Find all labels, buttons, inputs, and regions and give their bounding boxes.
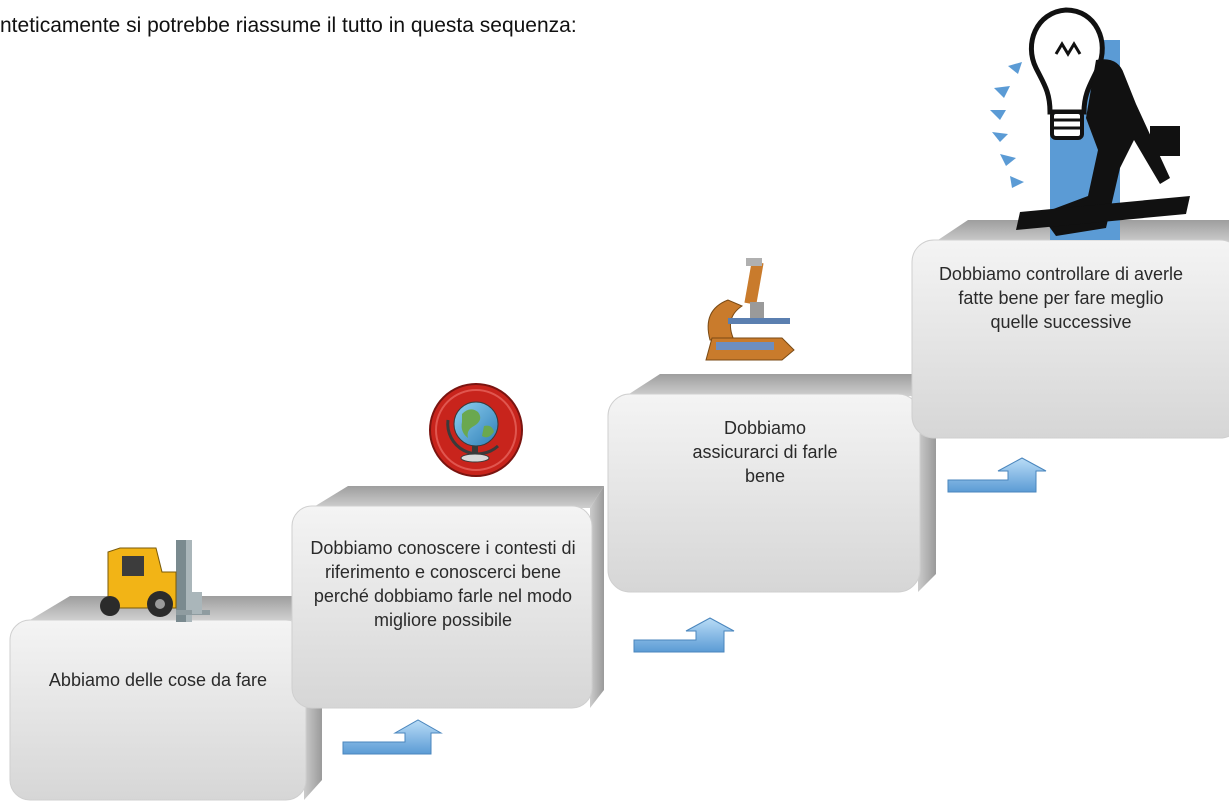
step-block-2: [291, 486, 604, 709]
arrow-up-icon: [947, 457, 1047, 493]
lightbulb-icon: [990, 7, 1190, 240]
step-label-2-container: Dobbiamo conoscere i contesti di riferim…: [310, 538, 576, 630]
forklift-icon: [100, 540, 210, 622]
step-label-4: Dobbiamo controllare di averle fatte ben…: [938, 264, 1184, 332]
step-label-2: Dobbiamo conoscere i contesti di riferim…: [310, 538, 576, 630]
intro-text: nteticamente si potrebbe riassume il tut…: [0, 14, 577, 37]
step-label-4-container: Dobbiamo controllare di averle fatte ben…: [938, 264, 1184, 332]
step-label-1-container: Abbiamo delle cose da fare: [48, 670, 268, 690]
step-label-3-container: Dobbiamo assicurarci di farle bene: [692, 418, 838, 486]
arrow-up-icon: [342, 719, 443, 755]
arrow-up-icon: [633, 617, 735, 653]
step-label-3: Dobbiamo assicurarci di farle bene: [692, 418, 838, 486]
microscope-icon: [705, 258, 795, 361]
globe-icon: [429, 383, 523, 477]
step-label-1: Abbiamo delle cose da fare: [48, 670, 268, 690]
